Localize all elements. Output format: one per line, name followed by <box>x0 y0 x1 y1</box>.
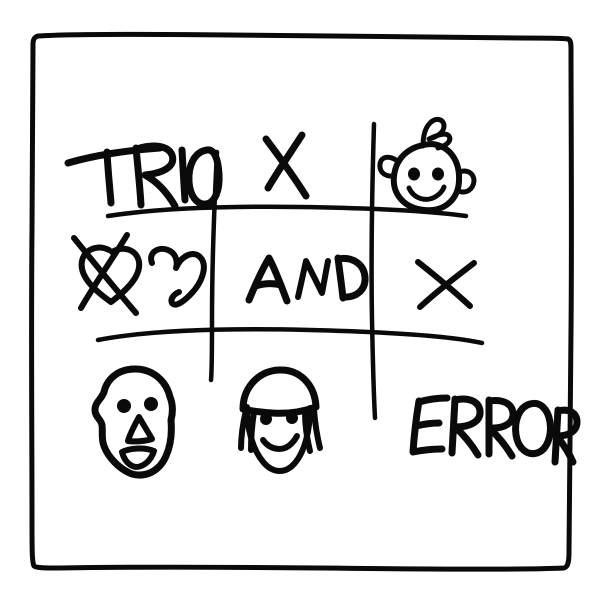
cell-middle-right-x <box>415 259 477 310</box>
bowl-haircut-icon <box>239 366 320 417</box>
letter-O <box>512 399 554 458</box>
cell-bottom-left-bald-face <box>91 365 176 479</box>
letter-E <box>409 394 451 456</box>
strikethrough-x-icon <box>71 232 139 316</box>
x-mark-icon <box>262 131 310 200</box>
letter-R-2 <box>485 396 517 460</box>
cell-top-right-face <box>377 116 477 214</box>
face-outline <box>390 141 463 214</box>
letter-R <box>132 142 179 210</box>
letter-I <box>178 146 189 204</box>
right-eye <box>144 397 158 411</box>
x-mark-icon <box>415 259 477 310</box>
left-eye <box>260 413 272 425</box>
cell-top-center-x <box>262 131 310 200</box>
cell-middle-center-and <box>245 254 369 305</box>
left-eye <box>408 167 420 181</box>
smile <box>406 184 447 202</box>
nose-icon <box>125 414 155 445</box>
right-ear <box>455 168 477 195</box>
cell-top-left-trio <box>64 142 223 210</box>
cell-bottom-center-bowl-cut-face <box>238 366 323 474</box>
smile <box>260 433 300 452</box>
letter-A <box>245 254 291 305</box>
face-outline <box>91 365 176 479</box>
hair-tuft-icon <box>420 116 453 151</box>
hand-drawn-frame <box>29 31 574 572</box>
letter-R <box>448 395 484 459</box>
right-eye <box>286 412 298 424</box>
right-eye <box>432 167 444 181</box>
letter-N <box>295 258 331 300</box>
left-eye <box>117 399 131 413</box>
letter-O <box>185 146 223 208</box>
cell-bottom-right-error <box>409 394 581 466</box>
cell-middle-left-hearts <box>71 232 207 316</box>
hair-strand-left <box>238 407 257 453</box>
letter-R-3 <box>551 406 581 466</box>
left-ear <box>377 154 399 179</box>
mouth <box>119 445 157 470</box>
grid-line-vertical-2 <box>369 121 378 421</box>
grid-line-horizontal-2 <box>95 327 485 346</box>
hair-strand-right <box>302 407 323 454</box>
letter-D <box>334 254 369 302</box>
heart-two <box>148 245 207 308</box>
